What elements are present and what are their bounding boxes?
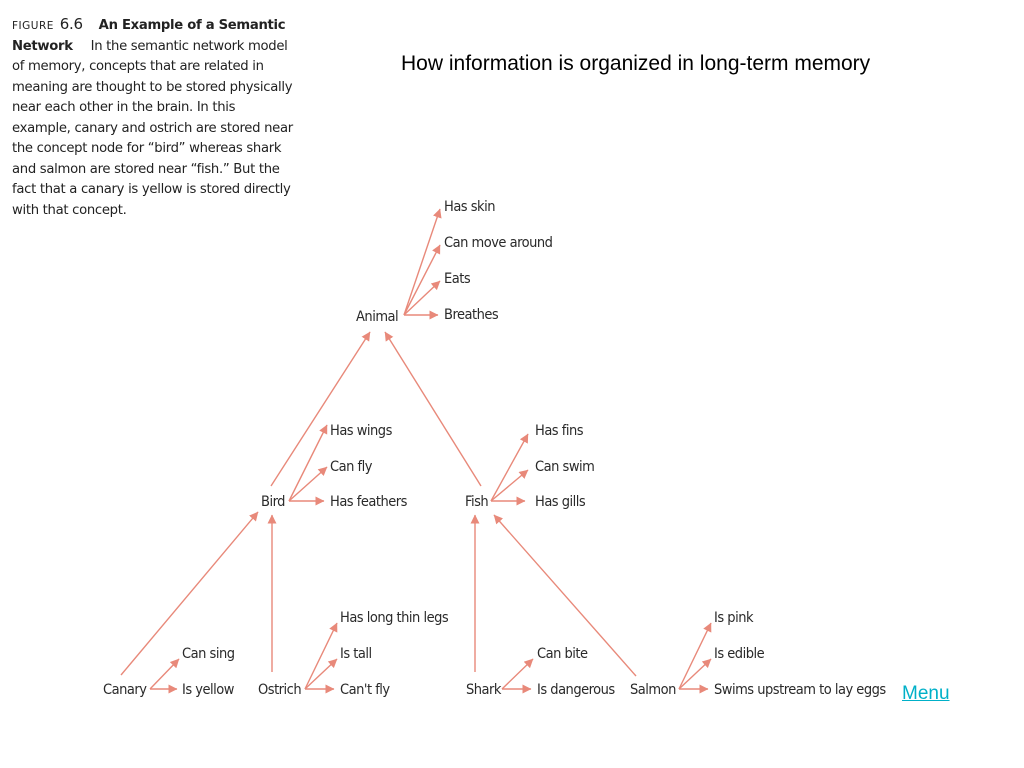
arrow-bird-can-fly (288, 466, 328, 502)
property-has-wings: Has wings (330, 423, 393, 439)
property-has-fins: Has fins (535, 423, 584, 439)
figure-number: 6.6 (59, 15, 83, 33)
property-can-fly: Can fly (330, 459, 373, 475)
arrow-fish-can-swim (490, 469, 529, 502)
property-can-sing: Can sing (182, 646, 235, 662)
arrow-canary-bird (120, 511, 259, 676)
figure-caption: FIGURE 6.6 An Example of a Semantic Netw… (12, 14, 294, 221)
arrow-salmon-fish (493, 514, 637, 677)
property-swims-upstream: Swims upstream to lay eggs (714, 682, 886, 698)
arrow-animal-eats (403, 280, 441, 316)
property-cant-fly: Can't fly (340, 682, 390, 698)
arrow-canary-can-sing (149, 658, 180, 690)
node-salmon: Salmon (630, 682, 676, 698)
node-shark: Shark (466, 682, 502, 698)
page-title: How information is organized in long-ter… (401, 52, 871, 75)
property-can-swim: Can swim (535, 459, 594, 475)
property-can-bite: Can bite (537, 646, 588, 662)
menu-link[interactable]: Menu (902, 683, 950, 704)
property-is-pink: Is pink (714, 610, 754, 626)
figure-caption-body: In the semantic network model of memory,… (12, 38, 293, 218)
node-fish: Fish (465, 494, 488, 510)
arrow-salmon-is-pink (678, 622, 712, 690)
arrow-salmon-is-edible (678, 658, 712, 690)
property-has-skin: Has skin (444, 199, 495, 215)
arrow-bird-has-wings (288, 424, 328, 502)
property-eats: Eats (444, 271, 471, 287)
property-has-long-thin-legs: Has long thin legs (340, 610, 449, 626)
property-has-gills: Has gills (535, 494, 586, 510)
arrow-animal-has-skin (403, 208, 442, 316)
property-can-move-around: Can move around (444, 235, 553, 251)
property-has-feathers: Has feathers (330, 494, 408, 510)
arrow-ostrich-long-legs (304, 622, 338, 690)
property-is-dangerous: Is dangerous (537, 682, 615, 698)
node-bird: Bird (261, 494, 285, 510)
figure-label: FIGURE (12, 20, 54, 32)
arrow-animal-can-move (403, 244, 441, 316)
network-connectors (120, 208, 712, 694)
node-canary: Canary (103, 682, 147, 698)
property-is-edible: Is edible (714, 646, 765, 662)
arrow-ostrich-is-tall (304, 658, 338, 690)
arrow-fish-has-fins (490, 433, 529, 502)
property-breathes: Breathes (444, 307, 499, 323)
property-is-yellow: Is yellow (182, 682, 235, 698)
figure-title: An Example of a Semantic Network (12, 18, 286, 54)
arrow-fish-animal (384, 331, 482, 487)
node-animal: Animal (356, 309, 398, 325)
arrow-shark-can-bite (501, 658, 534, 690)
property-is-tall: Is tall (340, 646, 372, 662)
arrow-bird-animal (270, 331, 371, 487)
node-ostrich: Ostrich (258, 682, 301, 698)
